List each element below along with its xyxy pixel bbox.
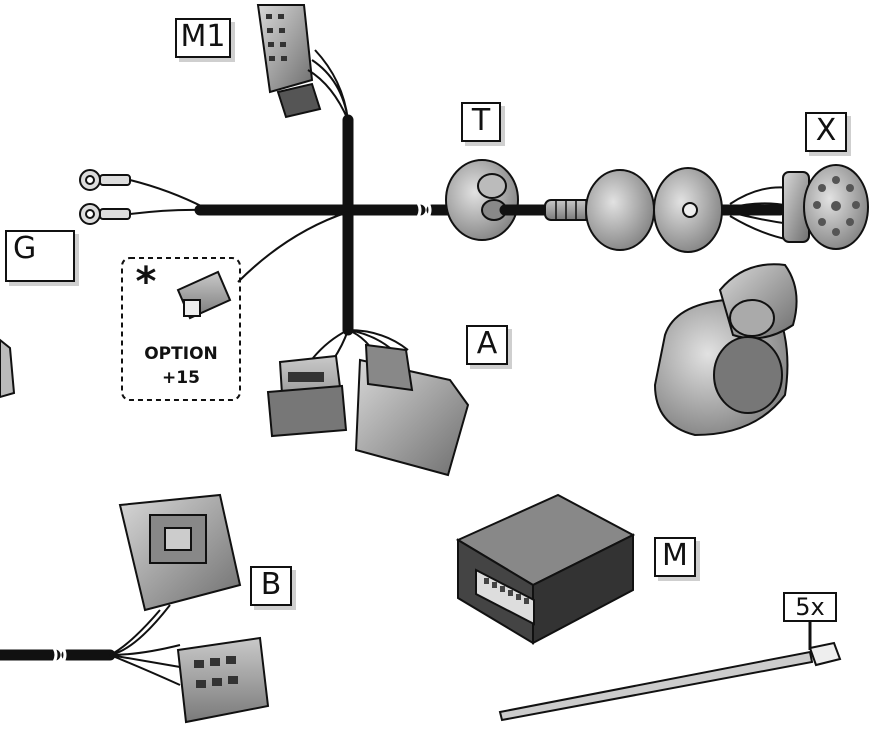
connector-a-large bbox=[354, 343, 470, 477]
ground-ring-terminals bbox=[79, 169, 206, 225]
socket-seal-plate bbox=[585, 169, 655, 251]
label-g-text: G bbox=[13, 231, 37, 266]
socket-mount-plate bbox=[653, 167, 723, 253]
b-wires bbox=[109, 604, 181, 686]
connector-a-wires bbox=[312, 329, 409, 361]
x-wires bbox=[729, 186, 791, 241]
connector-b-relay bbox=[118, 493, 242, 612]
connector-b-plug bbox=[176, 636, 270, 724]
label-x: X bbox=[805, 112, 847, 152]
option-star: * bbox=[135, 259, 157, 305]
option-wire bbox=[237, 211, 349, 283]
control-module-m bbox=[455, 493, 636, 645]
label-qty: 5x bbox=[783, 592, 837, 622]
trailer-socket bbox=[653, 263, 798, 437]
label-t: T bbox=[461, 102, 501, 142]
label-a: A bbox=[466, 325, 508, 365]
label-m: M bbox=[654, 537, 696, 577]
grommet-t bbox=[445, 159, 519, 241]
label-m1: M1 bbox=[175, 18, 231, 58]
option-value: +15 bbox=[162, 368, 200, 388]
label-b: B bbox=[250, 566, 292, 606]
cable-tie bbox=[498, 641, 842, 722]
partial-fuse-holder bbox=[0, 338, 16, 399]
option-connector bbox=[176, 270, 232, 320]
option-label: OPTION bbox=[144, 344, 218, 364]
connector-x bbox=[782, 164, 869, 250]
connector-a-small bbox=[266, 354, 348, 438]
label-g: G bbox=[5, 230, 75, 282]
connector-m1 bbox=[256, 4, 349, 121]
